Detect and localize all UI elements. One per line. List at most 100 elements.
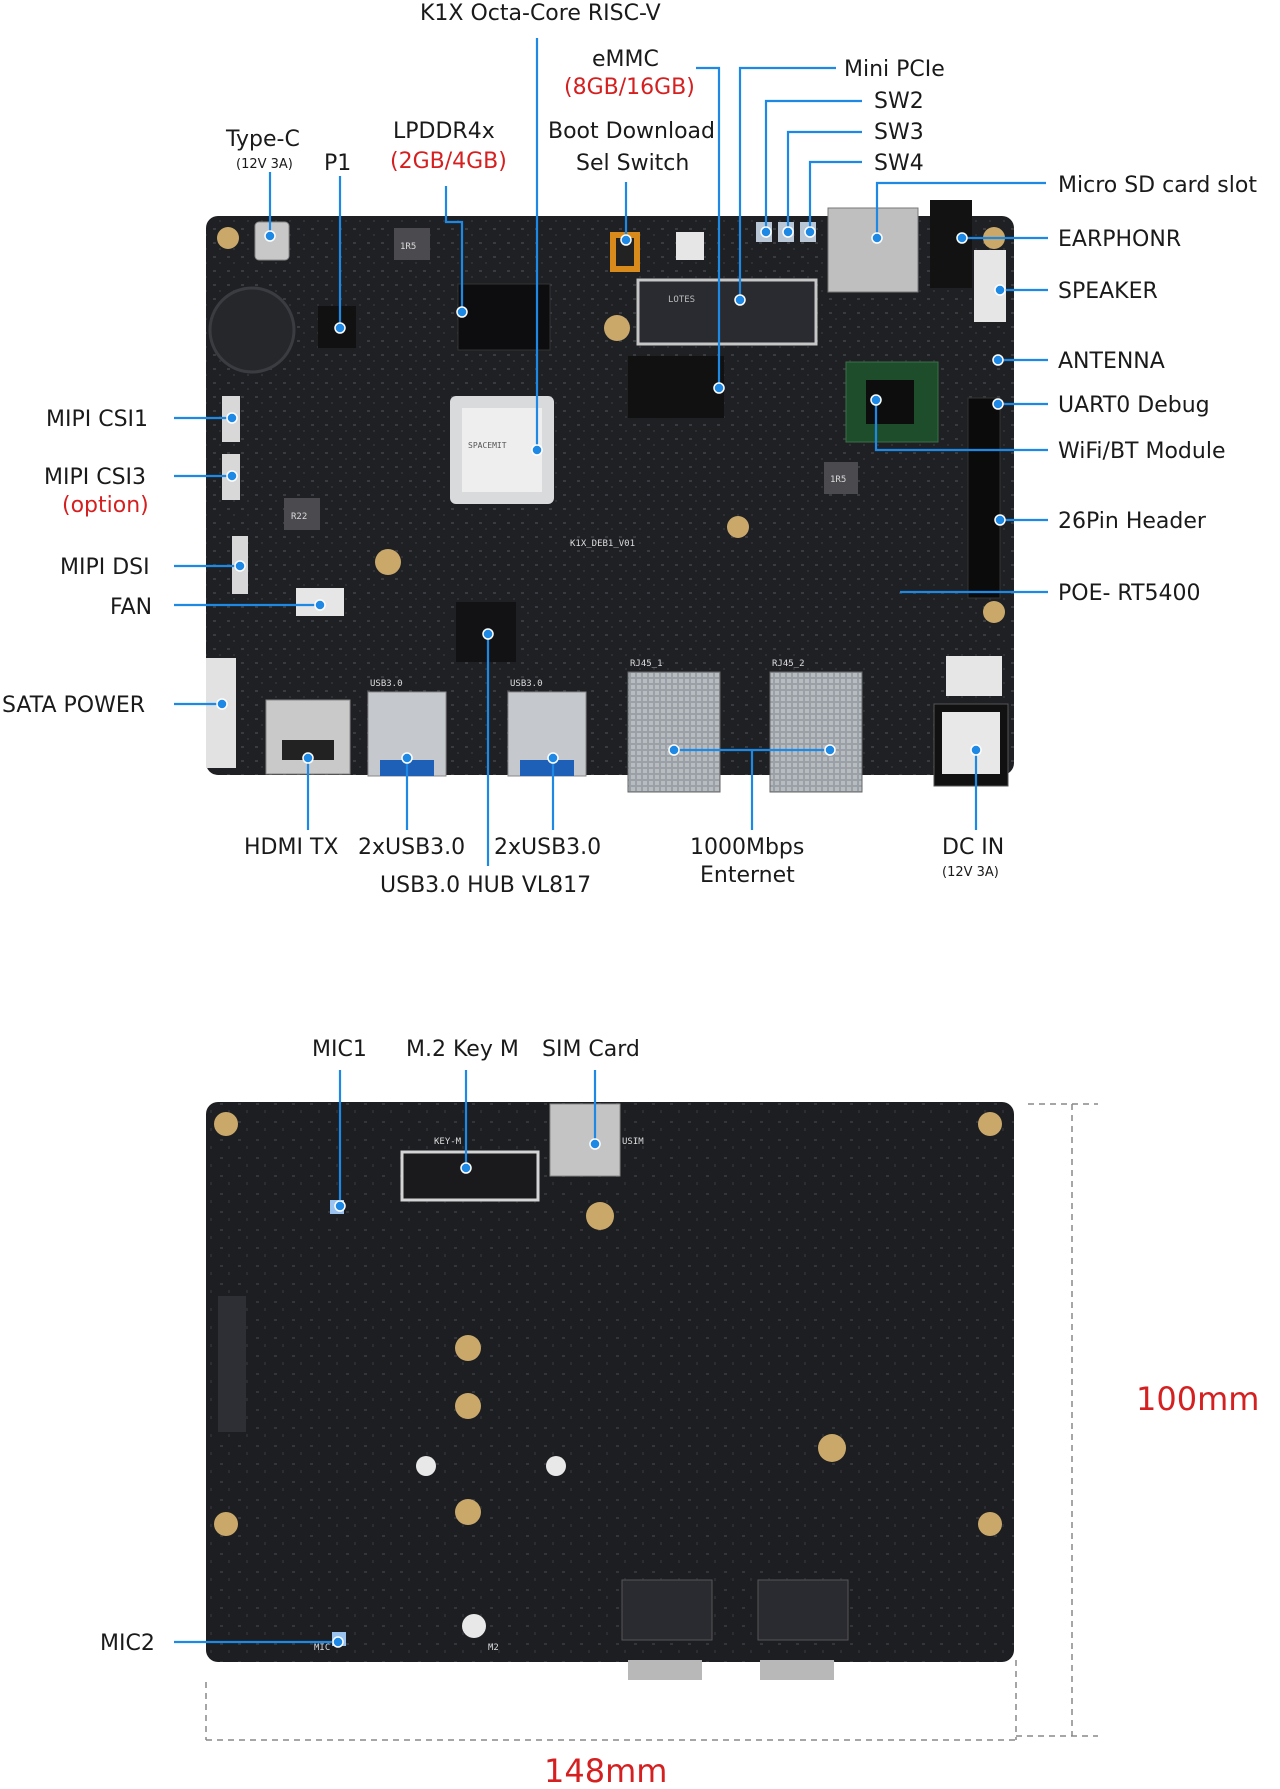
usb3-b-label: 2xUSB3.0 bbox=[494, 835, 601, 860]
m2-connector bbox=[400, 1150, 540, 1202]
lead-dot bbox=[970, 744, 982, 756]
lead-dot bbox=[314, 599, 326, 611]
sw4-label: SW4 bbox=[874, 151, 924, 176]
bottom-leaders bbox=[174, 1070, 601, 1648]
pin-header bbox=[967, 397, 1001, 599]
usb-bottom-1 bbox=[628, 1660, 702, 1680]
lead-dot bbox=[531, 444, 543, 456]
height-label: 100mm bbox=[1136, 1380, 1259, 1418]
earphone-label: EARPHONR bbox=[1058, 227, 1181, 252]
pin-grid bbox=[218, 1296, 246, 1432]
usb-bottom-2 bbox=[760, 1660, 834, 1680]
dc-in-rating-label: (12V 3A) bbox=[942, 865, 999, 880]
mount-hole bbox=[604, 315, 630, 341]
inductor bbox=[394, 228, 430, 260]
rj45-port-1 bbox=[627, 671, 721, 793]
mini-pcie-leader bbox=[738, 66, 836, 300]
wifi-leader bbox=[874, 400, 1048, 452]
lpddr-size-label: (2GB/4GB) bbox=[390, 149, 507, 174]
dc-jack-top bbox=[946, 656, 1002, 696]
antenna-label: ANTENNA bbox=[1058, 349, 1165, 374]
lead-dot bbox=[824, 744, 836, 756]
m2-silk: M2 bbox=[488, 1643, 499, 1653]
emmc-leader bbox=[696, 66, 721, 388]
inductor-label: 1R5 bbox=[400, 242, 416, 252]
mipi-csi1-label: MIPI CSI1 bbox=[46, 407, 148, 432]
emmc-size-label: (8GB/16GB) bbox=[564, 75, 695, 100]
lead-dot bbox=[226, 412, 238, 424]
usb-silk: USB3.0 bbox=[370, 679, 403, 689]
sw2-leader bbox=[764, 99, 862, 232]
key-m-silk: KEY-M bbox=[434, 1137, 462, 1147]
usb-hub-label: USB3.0 HUB VL817 bbox=[380, 873, 591, 898]
white-chip bbox=[676, 232, 704, 260]
poe-label: POE- RT5400 bbox=[1058, 581, 1201, 606]
mini-pcie-label: Mini PCIe bbox=[844, 57, 945, 82]
lead-dot bbox=[992, 354, 1004, 366]
lead-dot bbox=[620, 234, 632, 246]
dc-in-label: DC IN bbox=[942, 835, 1004, 860]
top-board: 1R5 SPACEMIT LOTES 1R5 R bbox=[206, 200, 1014, 793]
mic1-label: MIC1 bbox=[312, 1037, 367, 1062]
emmc-chip bbox=[628, 356, 724, 418]
mount-hole bbox=[217, 227, 239, 249]
lead-dot bbox=[994, 284, 1006, 296]
sw3-leader bbox=[786, 130, 862, 232]
fan-label: FAN bbox=[110, 595, 152, 620]
standoff bbox=[455, 1393, 481, 1419]
sw4-leader bbox=[808, 160, 862, 232]
hdmi-hole bbox=[282, 740, 334, 760]
rj45-silk: RJ45_1 bbox=[630, 659, 663, 669]
rj45-bottom-2 bbox=[757, 1579, 849, 1641]
dimensions: 100mm 148mm bbox=[205, 1103, 1259, 1789]
mount-hole bbox=[727, 516, 749, 538]
usim-silk: USIM bbox=[622, 1137, 644, 1147]
sw3-label: SW3 bbox=[874, 120, 924, 145]
mount-hole bbox=[978, 1512, 1002, 1536]
lead-dot bbox=[782, 226, 794, 238]
lead-dot bbox=[456, 306, 468, 318]
lead-dot bbox=[482, 628, 494, 640]
rj45-bottom-1 bbox=[621, 1579, 713, 1641]
speaker-label: SPEAKER bbox=[1058, 279, 1158, 304]
inductor-label: 1R5 bbox=[830, 475, 846, 485]
bottom-pcb bbox=[206, 1102, 1014, 1662]
standoff bbox=[462, 1614, 486, 1638]
mini-pcie-slot bbox=[636, 278, 818, 346]
cpu-die bbox=[462, 408, 542, 492]
ethernet-label-2: Enternet bbox=[700, 863, 795, 888]
lead-dot bbox=[332, 1636, 344, 1648]
cpu-brand: SPACEMIT bbox=[468, 441, 507, 450]
sata-power-connector bbox=[206, 658, 236, 768]
lead-dot bbox=[589, 1138, 601, 1150]
rj45-silk: RJ45_2 bbox=[772, 659, 805, 669]
lead-dot bbox=[302, 752, 314, 764]
lead-dot bbox=[871, 232, 883, 244]
top-leaders bbox=[174, 38, 1048, 866]
micro-sd-label: Micro SD card slot bbox=[1058, 173, 1257, 198]
sw2-label: SW2 bbox=[874, 89, 924, 114]
bottom-board: KEY-M USIM MIC M2 bbox=[206, 1102, 1014, 1680]
emmc-label: eMMC bbox=[592, 47, 659, 72]
mount-hole bbox=[978, 1112, 1002, 1136]
mic-silk: MIC bbox=[314, 1643, 330, 1653]
micro-sd-slot bbox=[827, 207, 919, 293]
mount-hole bbox=[214, 1512, 238, 1536]
inductor bbox=[284, 498, 320, 530]
cpu-label: K1X Octa-Core RISC-V bbox=[420, 1, 661, 26]
wifi-bt-label: WiFi/BT Module bbox=[1058, 439, 1225, 464]
standoff bbox=[455, 1335, 481, 1361]
sim-card-label: SIM Card bbox=[542, 1037, 640, 1062]
lpddr-leader bbox=[444, 186, 464, 312]
type-c-rating-label: (12V 3A) bbox=[236, 157, 293, 172]
type-c-label: Type-C bbox=[225, 127, 300, 152]
mount-hole bbox=[586, 1202, 614, 1230]
lead-dot bbox=[734, 294, 746, 306]
lead-dot bbox=[713, 382, 725, 394]
boot-switch-label-2: Sel Switch bbox=[576, 151, 689, 176]
standoff bbox=[416, 1456, 436, 1476]
coin-cell bbox=[208, 286, 296, 374]
lead-dot bbox=[264, 230, 276, 242]
lead-dot bbox=[226, 470, 238, 482]
width-label: 148mm bbox=[544, 1752, 667, 1789]
